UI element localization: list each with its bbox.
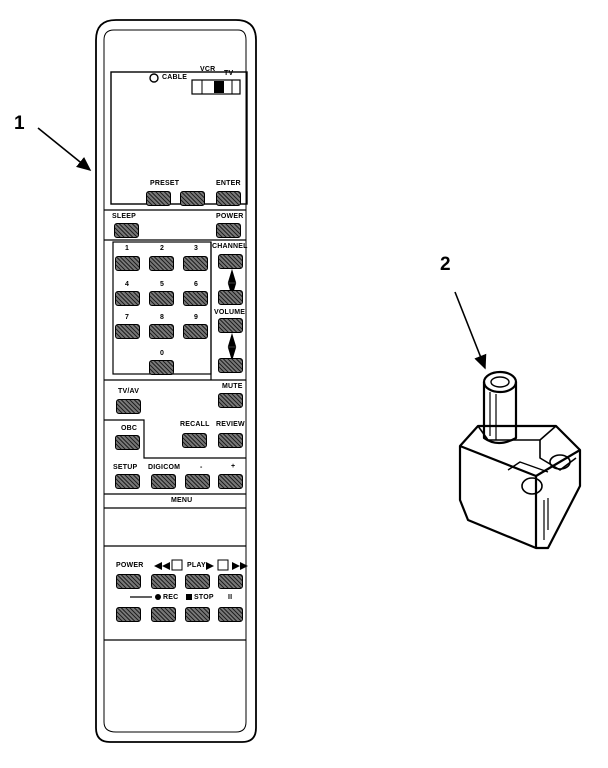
key-4-label: 4 [125, 281, 130, 288]
sleep-label: SLEEP [112, 213, 136, 220]
callout-1: 1 [14, 113, 25, 134]
setup-label: SETUP [113, 464, 138, 471]
key-7-label: 7 [125, 314, 130, 321]
power-vcr-label: POWER [116, 562, 144, 569]
preset-up-button[interactable] [180, 191, 205, 206]
recall-button[interactable] [182, 433, 207, 448]
channel-down-button[interactable] [218, 290, 243, 305]
key-7-button[interactable] [115, 324, 140, 339]
vcr-label: VCR [200, 66, 216, 73]
obc-label: OBC [121, 425, 138, 432]
remote-control [95, 19, 257, 743]
key-0-button[interactable] [149, 360, 174, 375]
digicom-button[interactable] [151, 474, 176, 489]
key-3-button[interactable] [183, 256, 208, 271]
rec-button[interactable] [116, 607, 141, 622]
key-1-label: 1 [125, 245, 130, 252]
tvav-label: TV/AV [118, 388, 140, 395]
leader-arrow-1 [37, 127, 92, 172]
power-label: POWER [216, 213, 244, 220]
enter-button[interactable] [216, 191, 241, 206]
rec-label: REC [163, 594, 179, 601]
sleep-button[interactable] [114, 223, 139, 238]
key-9-label: 9 [194, 314, 199, 321]
tv-label: TV [224, 70, 234, 77]
rewind-button[interactable] [151, 574, 176, 589]
key-6-button[interactable] [183, 291, 208, 306]
tvav-button[interactable] [116, 399, 141, 414]
play-label: PLAY [187, 562, 206, 569]
rec2-button[interactable] [151, 607, 176, 622]
key-2-label: 2 [160, 245, 165, 252]
play-button[interactable] [185, 574, 210, 589]
cable-label: CABLE [162, 74, 188, 81]
volume-label: VOLUME [214, 309, 246, 316]
volume-down-button[interactable] [218, 358, 243, 373]
key-4-button[interactable] [115, 291, 140, 306]
pause-label: II [228, 594, 233, 601]
vcr-power-button[interactable] [116, 574, 141, 589]
key-1-button[interactable] [115, 256, 140, 271]
preset-label: PRESET [150, 180, 180, 187]
leader-arrow-2 [454, 291, 487, 370]
stop-label: STOP [194, 594, 214, 601]
mute-button[interactable] [218, 393, 243, 408]
setup-button[interactable] [115, 474, 140, 489]
channel-label: CHANNEL [212, 243, 248, 250]
minus-label: - [200, 464, 203, 471]
callout-2: 2 [440, 254, 451, 275]
volume-up-button[interactable] [218, 318, 243, 333]
stop-button[interactable] [185, 607, 210, 622]
plus-label: + [231, 463, 236, 470]
plus-button[interactable] [218, 474, 243, 489]
mute-label: MUTE [222, 383, 243, 390]
key-8-label: 8 [160, 314, 165, 321]
power-button[interactable] [216, 223, 241, 238]
digicom-label: DIGICOM [148, 464, 181, 471]
key-5-button[interactable] [149, 291, 174, 306]
obc-button[interactable] [115, 435, 140, 450]
key-0-label: 0 [160, 350, 165, 357]
key-6-label: 6 [194, 281, 199, 288]
key-5-label: 5 [160, 281, 165, 288]
fast-forward-button[interactable] [218, 574, 243, 589]
key-8-button[interactable] [149, 324, 174, 339]
review-label: REVIEW [216, 421, 245, 428]
menu-label: MENU [171, 497, 193, 504]
channel-up-button[interactable] [218, 254, 243, 269]
preset-down-button[interactable] [146, 191, 171, 206]
enter-label: ENTER [216, 180, 241, 187]
recall-label: RECALL [180, 421, 210, 428]
coax-adapter [458, 370, 582, 550]
minus-button[interactable] [185, 474, 210, 489]
review-button[interactable] [218, 433, 243, 448]
pause-button[interactable] [218, 607, 243, 622]
key-2-button[interactable] [149, 256, 174, 271]
key-9-button[interactable] [183, 324, 208, 339]
key-3-label: 3 [194, 245, 199, 252]
